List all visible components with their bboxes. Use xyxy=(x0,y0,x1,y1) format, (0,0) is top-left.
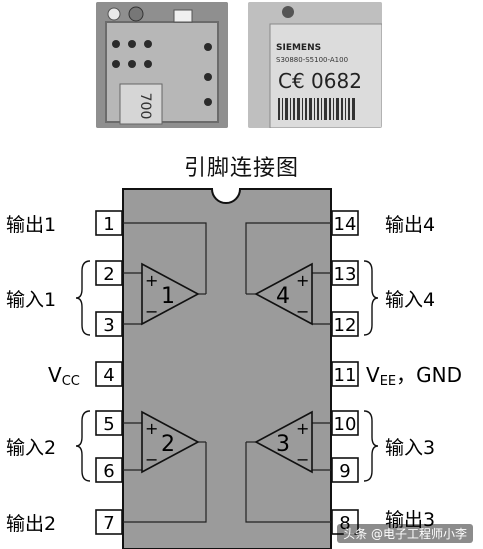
svg-text:−: − xyxy=(296,302,309,321)
pin-13: 13 xyxy=(331,260,359,286)
svg-text:+: + xyxy=(296,271,309,290)
svg-text:14: 14 xyxy=(334,214,357,235)
opamp-1: + − 1 xyxy=(141,262,200,326)
brace-group xyxy=(75,260,379,482)
pinout-diagram: 1 2 3 4 5 6 7 14 13 12 11 10 xyxy=(6,188,462,549)
label-input-1: 输入1 xyxy=(6,289,56,311)
svg-text:3: 3 xyxy=(276,432,290,457)
label-input-2: 输入2 xyxy=(6,437,56,459)
diagram-title: 引脚连接图 xyxy=(183,156,299,181)
label-output-2: 输出2 xyxy=(6,513,56,535)
label-output-3: 输出3 xyxy=(385,509,435,531)
chip-photo-right-part: S30880-S5100-A100 xyxy=(276,56,348,64)
opamp-2: + − 2 xyxy=(141,410,200,474)
watermark: 头条 @电子工程师小李 xyxy=(337,524,473,543)
svg-text:5: 5 xyxy=(103,414,114,435)
chip-photo-right-art: SIEMENS S30880-S5100-A100 C€ 0682 xyxy=(248,2,382,128)
label-input-4: 输入4 xyxy=(385,289,435,311)
svg-text:7: 7 xyxy=(103,513,114,534)
pin-10: 10 xyxy=(331,410,359,436)
pin-1: 1 xyxy=(95,210,123,236)
pin-6: 6 xyxy=(95,457,123,483)
pin-12: 12 xyxy=(331,311,359,337)
pin-7: 7 xyxy=(95,509,123,535)
svg-text:+: + xyxy=(296,419,309,438)
svg-text:4: 4 xyxy=(276,284,290,309)
svg-text:13: 13 xyxy=(334,264,357,285)
svg-text:+: + xyxy=(145,419,158,438)
pin-5: 5 xyxy=(95,410,123,436)
svg-text:2: 2 xyxy=(161,432,175,457)
svg-text:4: 4 xyxy=(103,365,114,386)
pin-14: 14 xyxy=(331,210,359,236)
svg-text:10: 10 xyxy=(334,414,357,435)
svg-text:12: 12 xyxy=(334,315,357,336)
pin-4: 4 xyxy=(95,361,123,387)
pin-9: 9 xyxy=(331,457,359,483)
pin-3: 3 xyxy=(95,311,123,337)
pin-11: 11 xyxy=(331,361,359,387)
label-output-1: 输出1 xyxy=(6,214,56,236)
chip-photo-right-marking: C€ 0682 xyxy=(278,69,362,93)
svg-text:+: + xyxy=(145,271,158,290)
chip-photo-right-brand: SIEMENS xyxy=(276,43,321,53)
chip-photo-left-label: 700 xyxy=(137,93,153,120)
opamp-3: + − 3 xyxy=(254,410,313,474)
label-input-3: 输入3 xyxy=(385,437,435,459)
label-output-4: 输出4 xyxy=(385,214,435,236)
svg-text:1: 1 xyxy=(103,214,114,235)
svg-text:11: 11 xyxy=(334,365,357,386)
label-vcc: VCC xyxy=(48,363,80,389)
svg-text:8: 8 xyxy=(339,513,350,534)
svg-text:2: 2 xyxy=(103,264,114,285)
svg-text:−: − xyxy=(145,450,158,469)
label-vee-gnd: VEE，GND xyxy=(366,363,462,389)
internal-wiring xyxy=(123,222,331,523)
opamp-4: + − 4 xyxy=(254,262,313,326)
ic-body xyxy=(122,188,332,549)
svg-text:−: − xyxy=(296,450,309,469)
pin-2: 2 xyxy=(95,260,123,286)
svg-text:3: 3 xyxy=(103,315,114,336)
svg-text:6: 6 xyxy=(103,461,114,482)
chip-photo-left: 700 xyxy=(96,2,228,128)
pin-8: 8 xyxy=(331,509,359,535)
chip-photo-left-art: 700 xyxy=(96,2,228,128)
svg-text:−: − xyxy=(145,302,158,321)
svg-text:9: 9 xyxy=(339,461,350,482)
svg-text:1: 1 xyxy=(161,284,175,309)
chip-photo-right: SIEMENS S30880-S5100-A100 C€ 0682 xyxy=(248,2,382,128)
